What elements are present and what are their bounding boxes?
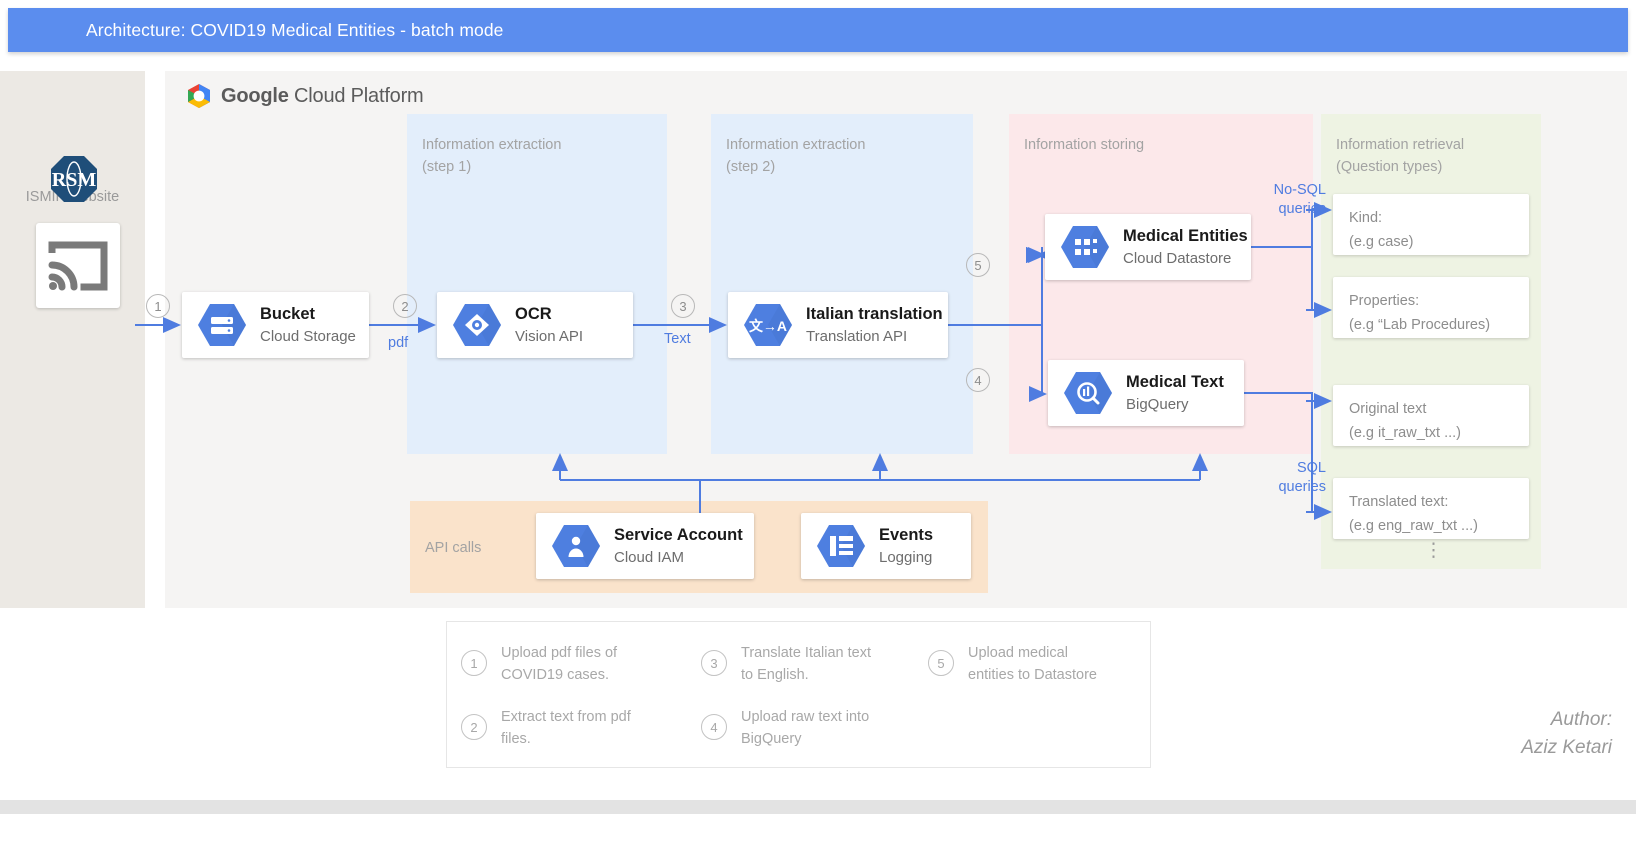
translation-glyph: 文→A	[749, 318, 787, 334]
node-subtitle: Vision API	[515, 327, 584, 345]
card-line-1: Original text	[1349, 401, 1427, 417]
edge-label-sql: SQL queries	[1278, 460, 1326, 495]
source-panel: ISMIR website	[0, 71, 145, 608]
stage-information-extraction-2: Information extraction (step 2)	[711, 114, 973, 454]
legend-text: Translate Italian text to English.	[741, 645, 872, 683]
bottom-strip	[0, 800, 1636, 814]
gcp-brand-light: Cloud Platform	[294, 84, 424, 107]
node-title: Medical Text	[1126, 372, 1224, 391]
cloud-datastore-icon	[1061, 226, 1109, 268]
node-translation-api[interactable]: 文→A Italian translation Translation API	[728, 292, 948, 358]
google-cloud-platform-icon	[188, 84, 210, 108]
node-title: OCR	[515, 304, 552, 323]
retrieval-card-translated-text[interactable]: Translated text: (e.g eng_raw_txt ...)	[1333, 478, 1529, 539]
author-name: Aziz Ketari	[1521, 737, 1612, 758]
node-subtitle: Cloud Datastore	[1123, 249, 1232, 267]
retrieval-card-properties[interactable]: Properties: (e.g “Lab Procedures)	[1333, 277, 1529, 338]
legend-text: Upload medical entities to Datastore	[968, 645, 1097, 683]
bigquery-icon	[1064, 372, 1112, 414]
card-line-1: Properties:	[1349, 293, 1420, 309]
svg-text:RSM: RSM	[52, 169, 97, 191]
card-line-1: Translated text:	[1349, 494, 1449, 510]
node-vision-api[interactable]: OCR Vision API	[437, 292, 633, 358]
node-bigquery[interactable]: Medical Text BigQuery	[1048, 360, 1244, 426]
card-line-2: (e.g case)	[1349, 234, 1414, 250]
legend-panel: 1 Upload pdf files of COVID19 cases. 2 E…	[446, 621, 1151, 768]
card-line-2: (e.g eng_raw_txt ...)	[1349, 518, 1478, 534]
legend-text: Upload raw text into BigQuery	[741, 709, 870, 747]
author-label: Author:	[1550, 709, 1612, 730]
stage-header: Information extraction (step 1)	[422, 137, 562, 175]
logging-icon	[817, 525, 865, 567]
vision-api-icon	[453, 304, 501, 346]
legend-text: Upload pdf files of COVID19 cases.	[501, 645, 618, 683]
node-subtitle: Cloud Storage	[260, 327, 356, 345]
node-title: Medical Entities	[1123, 226, 1248, 245]
step-badge-3: 3	[671, 294, 695, 318]
card-line-2: (e.g “Lab Procedures)	[1349, 317, 1491, 333]
node-title: Service Account	[614, 525, 743, 544]
stage-header: Information retrieval (Question types)	[1336, 137, 1465, 175]
node-cloud-datastore[interactable]: Medical Entities Cloud Datastore	[1045, 214, 1251, 280]
legend-badge: 1	[461, 650, 487, 676]
gcp-brand: Google Cloud Platform	[185, 83, 424, 109]
legend-badge: 5	[928, 650, 954, 676]
author-credit: Author: Aziz Ketari	[1521, 706, 1612, 762]
gcp-brand-bold: Google	[221, 84, 289, 107]
edge-label-nosql: No-SQL queries	[1273, 182, 1326, 217]
stage-header: Information extraction (step 2)	[726, 137, 866, 175]
card-line-2: (e.g it_raw_txt ...)	[1349, 425, 1462, 441]
retrieval-card-original-text[interactable]: Original text (e.g it_raw_txt ...)	[1333, 385, 1529, 446]
legend-item: 5 Upload medical entities to Datastore	[928, 642, 1097, 686]
node-subtitle: Cloud IAM	[614, 548, 685, 566]
title-bar: Architecture: COVID19 Medical Entities -…	[8, 8, 1628, 52]
legend-item: 4 Upload raw text into BigQuery	[701, 706, 869, 750]
step-badge-4: 4	[966, 368, 990, 392]
legend-badge: 2	[461, 714, 487, 740]
edge-label-text: Text	[664, 331, 691, 347]
node-cloud-iam[interactable]: Service Account Cloud IAM	[536, 513, 754, 579]
node-logging[interactable]: Events Logging	[801, 513, 971, 579]
node-title: Italian translation	[806, 304, 943, 323]
step-badge-1: 1	[146, 294, 170, 318]
page-title: Architecture: COVID19 Medical Entities -…	[86, 20, 504, 40]
translation-api-icon: 文→A	[744, 304, 792, 346]
legend-item: 3 Translate Italian text to English.	[701, 642, 871, 686]
legend-item: 2 Extract text from pdf files.	[461, 706, 631, 750]
screen-cast-icon	[48, 241, 108, 291]
stage-header: API calls	[425, 540, 482, 556]
card-line-1: Kind:	[1349, 210, 1383, 226]
node-subtitle: BigQuery	[1126, 395, 1189, 413]
retrieval-card-kind[interactable]: Kind: (e.g case)	[1333, 194, 1529, 255]
node-subtitle: Logging	[879, 548, 933, 566]
legend-text: Extract text from pdf files.	[501, 709, 631, 747]
stage-information-extraction-1: Information extraction (step 1)	[407, 114, 667, 454]
node-title: Bucket	[260, 304, 316, 323]
legend-badge: 4	[701, 714, 727, 740]
cloud-iam-icon	[552, 525, 600, 567]
vertical-ellipsis-icon: ⋮	[1424, 540, 1443, 561]
source-device-card	[36, 223, 120, 308]
edge-label-pdf: pdf	[388, 335, 409, 351]
legend-item: 1 Upload pdf files of COVID19 cases.	[461, 642, 617, 686]
stage-header: Information storing	[1024, 137, 1145, 153]
step-badge-5: 5	[966, 253, 990, 277]
ismir-octagon-logo: RSM	[51, 156, 97, 202]
node-cloud-storage[interactable]: Bucket Cloud Storage	[182, 292, 369, 358]
cloud-storage-icon	[198, 304, 246, 346]
node-title: Events	[879, 525, 934, 544]
node-subtitle: Translation API	[806, 327, 908, 345]
legend-badge: 3	[701, 650, 727, 676]
step-badge-2: 2	[393, 294, 417, 318]
